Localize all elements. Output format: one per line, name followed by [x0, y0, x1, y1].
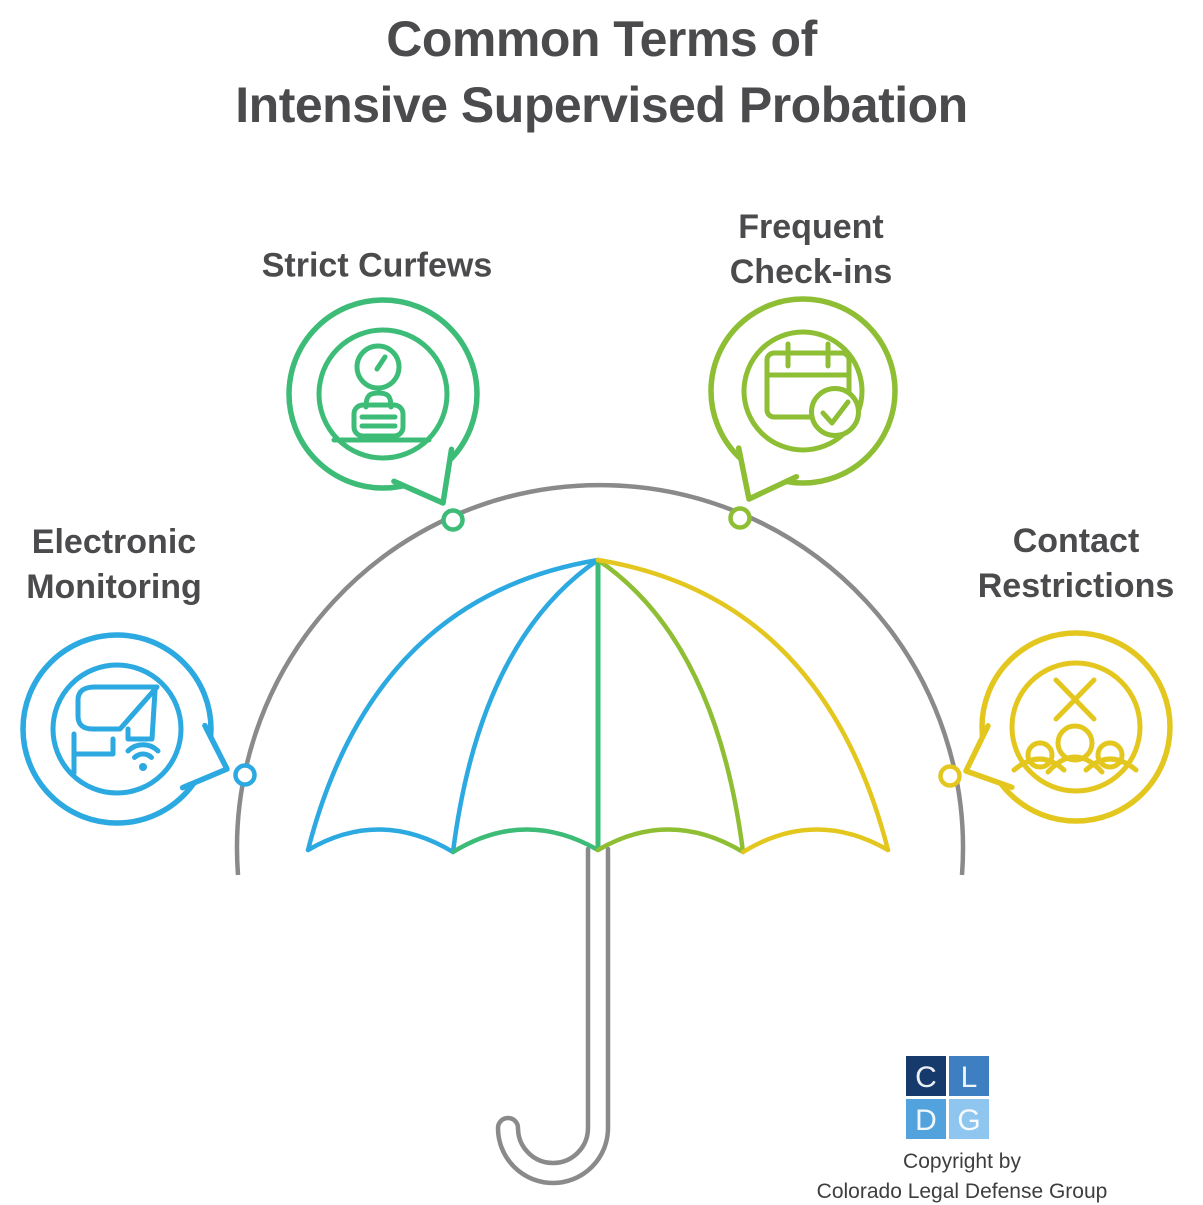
bubble-contact-restrictions [963, 630, 1173, 824]
calendar-check-icon [764, 341, 861, 438]
bubble-electronic-monitoring [20, 632, 230, 826]
bubble-strict-curfews [286, 297, 480, 506]
umbrella-edge-left [305, 557, 601, 853]
gray-frame-group [234, 482, 966, 1186]
bubble-frequent-check-ins [708, 296, 898, 502]
copyright-line-2: Colorado Legal Defense Group [816, 1180, 1108, 1203]
connector-ring-strict-curfews [441, 508, 465, 532]
wifi-arc-large [125, 742, 161, 754]
logo-letter-c: C [915, 1061, 937, 1094]
cctv-camera-icon [71, 684, 161, 776]
bubble-inner-circle [316, 327, 450, 461]
connector-ring-electronic-monitoring [233, 763, 257, 787]
x-mark-stroke-2 [1053, 677, 1097, 722]
logo-letter-d: D [915, 1104, 937, 1137]
logo-letter-g: G [957, 1104, 980, 1137]
umbrella-handle [495, 846, 611, 1186]
connector-ring-frequent-check-ins [728, 506, 752, 530]
umbrella-ribs-green [450, 558, 601, 855]
wifi-arc-small [132, 751, 154, 760]
page-title-line-1: Common Terms of [386, 11, 817, 67]
check-mark [820, 399, 851, 426]
label-line: Strict Curfews [261, 246, 493, 285]
camera-lens-housing [125, 688, 158, 742]
umbrella-ribs-yellow [595, 557, 891, 855]
person-shoulders-left [1011, 756, 1067, 773]
umbrella-canopy [305, 557, 891, 855]
wifi-dot [139, 763, 147, 771]
bubble-outer-circle [286, 297, 480, 491]
bubble-outer-circle [708, 296, 898, 486]
person-head-left [1025, 740, 1055, 770]
connector-ring-contact-restrictions [938, 764, 962, 788]
person-shoulders-right [1083, 756, 1139, 773]
person-head-right [1095, 740, 1125, 770]
umbrella-scallop-4 [740, 827, 891, 855]
logo-square-l [949, 1056, 989, 1096]
label-line: Electronic [31, 523, 197, 561]
label-strict-curfews: Strict Curfews [262, 244, 493, 289]
logo-square-g [949, 1099, 989, 1139]
umbrella-scallop-1 [305, 827, 456, 855]
connector-rings [233, 506, 962, 788]
umbrella-ribs-blue [305, 557, 601, 855]
umbrella-scallop-2 [450, 827, 601, 855]
page-title: Common Terms of Intensive Supervised Pro… [52, 6, 1152, 138]
logo-square-c [906, 1056, 946, 1096]
umbrella-rib-right [595, 557, 746, 855]
clock-hand [374, 354, 388, 372]
bubble-tail [735, 445, 800, 502]
umbrella-scallop-3 [595, 827, 746, 855]
label-line: Frequent [738, 208, 884, 246]
logo-square-d [906, 1099, 946, 1139]
cldg-logo: C L D G [906, 1056, 989, 1139]
person-head-center [1055, 723, 1095, 763]
label-line: Monitoring [26, 568, 202, 606]
bubble-outer-circle [979, 630, 1173, 824]
umbrella-ribs-olive [595, 557, 746, 855]
camera-mount-arm [71, 736, 116, 757]
calendar-body [764, 350, 852, 420]
camera-body [75, 684, 160, 732]
label-line: Contact [1012, 522, 1140, 560]
page-title-line-2: Intensive Supervised Probation [235, 77, 968, 133]
clock-face [354, 343, 402, 391]
bubble-inner-circle [741, 329, 865, 453]
label-line: Restrictions [977, 567, 1175, 605]
label-frequent-check-ins: Frequent Check-ins [730, 205, 893, 295]
label-electronic-monitoring: Electronic Monitoring [26, 520, 202, 610]
bubble-tail [391, 446, 455, 506]
bubble-outer-circle [20, 632, 214, 826]
label-contact-restrictions: Contact Restrictions [978, 519, 1175, 609]
copyright-notice: Copyright by Colorado Legal Defense Grou… [817, 1147, 1108, 1205]
bubble-inner-circle [50, 662, 184, 796]
umbrella-rib-left [450, 557, 601, 855]
copyright-line-1: Copyright by [903, 1150, 1021, 1173]
check-circle [809, 386, 861, 438]
briefcase-handle [363, 390, 394, 410]
desk-clock-icon [331, 343, 432, 443]
protection-arc [234, 482, 966, 876]
logo-letter-l: L [961, 1061, 978, 1094]
bubble-inner-circle [1009, 660, 1143, 794]
person-shoulders-center [1045, 754, 1105, 775]
label-line: Check-ins [729, 253, 893, 291]
bubble-tail [179, 722, 230, 791]
bubble-tail [963, 723, 1015, 791]
umbrella-edge-right [595, 557, 891, 853]
no-contact-icon [1011, 677, 1139, 775]
briefcase-body [351, 402, 406, 439]
